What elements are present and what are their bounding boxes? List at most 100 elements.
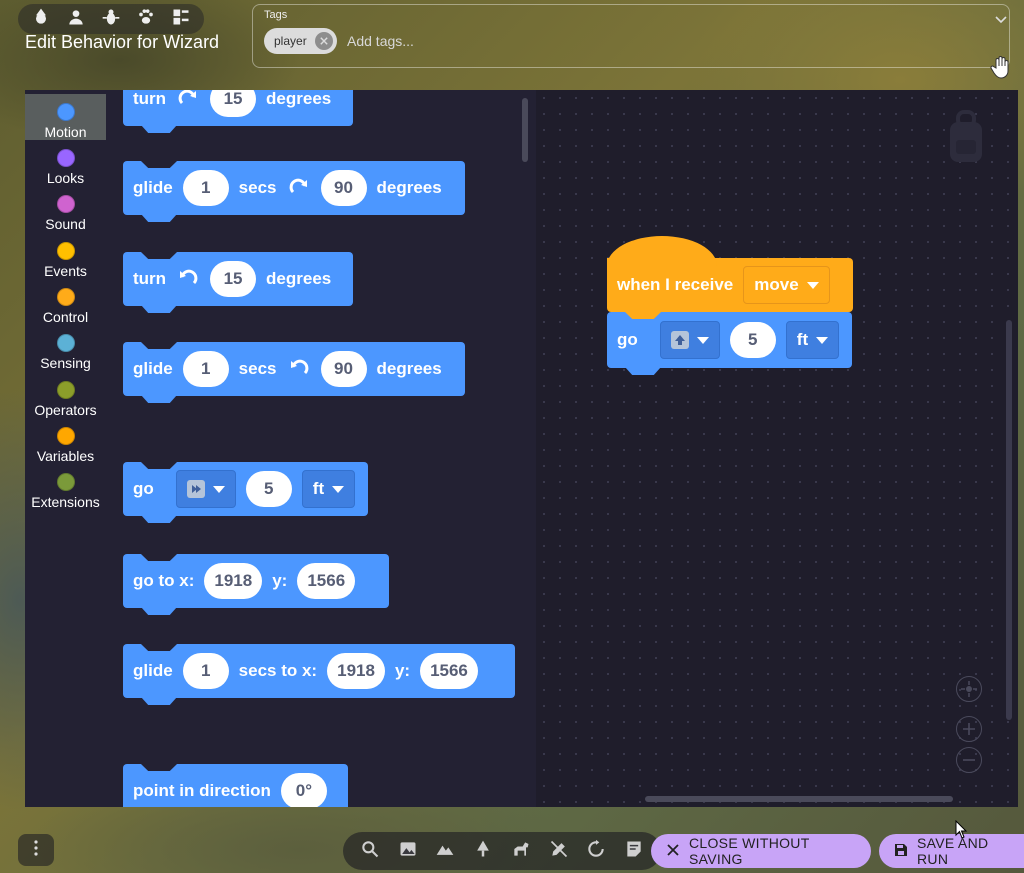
distance-input[interactable]: 5 [729,322,776,358]
horse-icon[interactable] [511,839,531,864]
caret-down-icon [816,336,829,344]
close-without-saving-button[interactable]: CLOSE WITHOUT SAVING [651,834,871,868]
unit-label: ft [796,330,809,349]
category-dot [56,334,75,352]
y-input[interactable]: 1566 [297,563,356,599]
distance-input[interactable]: 5 [245,471,292,507]
script-workspace[interactable] [536,90,1018,807]
layout-icon[interactable] [171,7,191,32]
block-editor: Motion Looks Sound Events Control Sensin… [25,90,1018,807]
category-sensing[interactable]: Sensing [25,325,106,371]
block-label: glide [133,178,173,197]
turn-left-block[interactable]: turn 15 degrees [123,252,353,313]
category-control[interactable]: Control [25,279,106,325]
block-label: turn [133,90,167,108]
category-dot [56,427,75,445]
category-menu: Motion Looks Sound Events Control Sensin… [25,90,106,807]
category-label: Operators [34,402,97,418]
glide-to-xy-block[interactable]: glide 1 secs to x: 1918 y: 1566 [123,644,515,705]
block-label: glide [133,661,173,680]
block-top-notch [625,312,661,319]
category-extensions[interactable]: Extensions [25,464,106,510]
secs-input[interactable]: 1 [182,653,229,689]
category-variables[interactable]: Variables [25,418,106,464]
workspace-horizontal-scrollbar[interactable] [645,796,953,802]
direction-input[interactable]: 0° [280,773,327,807]
mouse-cursor-icon [955,819,969,845]
tag-chip-player[interactable]: player [264,28,337,54]
degrees-input[interactable]: 90 [320,351,367,387]
rotate-right-icon [287,176,311,200]
refresh-icon[interactable] [586,839,606,864]
direction-dropdown[interactable] [175,470,236,508]
degrees-input[interactable]: 15 [210,90,257,117]
unit-dropdown[interactable]: ft [785,321,840,359]
workspace-go-block[interactable]: go 5 ft [607,312,852,375]
flyout-scrollbar[interactable] [522,98,528,162]
y-input[interactable]: 1566 [420,653,478,689]
tree-icon[interactable] [473,839,493,864]
search-icon[interactable] [360,839,380,864]
glide-turn-right-block[interactable]: glide 1 secs 90 degrees [123,161,465,222]
category-looks[interactable]: Looks [25,140,106,186]
x-input[interactable]: 1918 [327,653,385,689]
workspace-vertical-scrollbar[interactable] [1006,320,1012,720]
go-block[interactable]: go 5 ft [123,462,368,523]
category-operators[interactable]: Operators [25,372,106,418]
turn-right-block[interactable]: turn 15 degrees [123,90,353,133]
x-input[interactable]: 1918 [204,563,263,599]
block-label: secs [238,178,277,197]
category-label: Variables [36,448,95,464]
category-dot [56,103,75,121]
image-icon[interactable] [398,839,418,864]
block-label: degrees [266,90,332,108]
zoom-out-icon[interactable] [956,747,982,773]
secs-input[interactable]: 1 [182,170,229,206]
chevron-down-icon[interactable] [994,12,1008,31]
add-tags-input[interactable] [347,33,647,49]
when-i-receive-block[interactable]: when I receive move [607,236,853,312]
degrees-input[interactable]: 15 [210,261,257,297]
category-label: Events [44,263,87,279]
recenter-icon[interactable] [956,676,982,702]
pencil-off-icon[interactable] [549,839,569,864]
zoom-in-icon[interactable] [956,716,982,742]
block-label: secs [238,359,277,378]
block-label: degrees [376,178,442,197]
glide-turn-left-block[interactable]: glide 1 secs 90 degrees [123,342,465,403]
direction-dropdown[interactable] [659,321,720,359]
category-motion[interactable]: Motion [25,94,106,140]
block-notch [141,697,177,705]
block-notch [141,515,177,523]
point-in-direction-block[interactable]: point in direction 0° [123,764,348,807]
category-dot [56,242,75,260]
unit-dropdown[interactable]: ft [301,470,356,508]
bug-icon[interactable] [101,7,121,32]
category-events[interactable]: Events [25,233,106,279]
caret-down-icon [806,281,819,289]
backpack-icon[interactable] [946,108,986,169]
close-icon [665,842,689,861]
block-label: point in direction [133,781,271,800]
go-to-xy-block[interactable]: go to x: 1918 y: 1566 [123,554,389,615]
secs-input[interactable]: 1 [182,351,229,387]
remove-tag-icon[interactable] [314,32,333,50]
save-and-run-button[interactable]: SAVE AND RUN [879,834,1024,868]
wizard-icon[interactable] [31,7,51,32]
degrees-input[interactable]: 90 [320,170,367,206]
note-icon[interactable] [624,839,644,864]
tags-label: Tags [264,9,288,21]
message-dropdown[interactable]: move [743,266,830,304]
block-notch [141,305,177,313]
more-menu-button[interactable] [18,834,54,866]
terrain-icon[interactable] [435,839,455,864]
block-label: when I receive [617,275,734,294]
block-top-notch [141,644,177,651]
category-sound[interactable]: Sound [25,186,106,232]
category-dot [56,288,75,306]
paw-icon[interactable] [136,7,156,32]
person-icon[interactable] [66,7,86,32]
category-dot [56,195,75,213]
tags-field[interactable] [252,4,1010,68]
category-label: Control [42,309,89,325]
